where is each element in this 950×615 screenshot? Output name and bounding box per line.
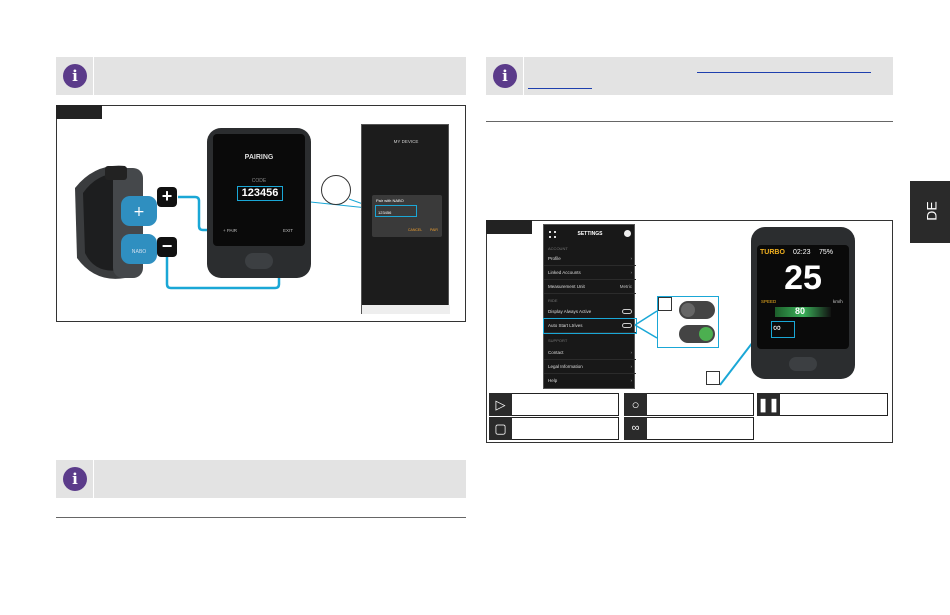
toggle-on-icon — [679, 325, 715, 343]
pair-dialog: Pair with NABO 123456 CANCEL PAIR — [372, 195, 442, 237]
callout-circle — [321, 175, 351, 205]
info-note-3: i — [486, 57, 893, 95]
legend-stop: ▢ — [489, 417, 619, 440]
legend-link: ∞ — [624, 417, 754, 440]
divider-right — [486, 121, 893, 122]
svg-text:NABO: NABO — [132, 249, 147, 255]
legend-play: ▷ — [489, 393, 619, 416]
dialog-pair-button[interactable]: PAIR — [430, 228, 438, 232]
speed-value: 25 — [784, 259, 822, 297]
minus-badge-icon: − — [157, 237, 177, 257]
display-button — [789, 357, 817, 371]
dialog-cancel-button[interactable]: CANCEL — [408, 228, 423, 232]
figure-tab — [486, 220, 532, 234]
toggle-off-icon — [679, 301, 715, 319]
code-label: CODE — [251, 178, 267, 184]
pause-icon: ❚❚ — [757, 393, 780, 416]
link-status-icon: ∞ — [773, 322, 781, 334]
legend-circle: ○ — [624, 393, 754, 416]
plus-badge-icon: + — [157, 187, 177, 207]
ride-time: 02:23 — [793, 249, 811, 256]
dialog-title: Pair with NABO — [376, 198, 404, 203]
display-device: PAIRING CODE 123456 + PAIR EXIT — [207, 128, 311, 278]
svg-text:+: + — [133, 204, 145, 220]
settings-item-legal[interactable]: Legal Information› — [544, 360, 636, 374]
figure-pairing: + NABO + − PAIRING CODE 123456 + PAIR EX… — [56, 105, 466, 322]
settings-item-contact[interactable]: Contact› — [544, 346, 636, 360]
pair-hint: + PAIR — [223, 228, 238, 233]
exit-hint: EXIT — [283, 228, 294, 233]
ride-display-device: TURBO 02:23 75% 25 SPEED km/h 80 ∞ — [751, 227, 855, 379]
callout-label-box-2 — [706, 371, 720, 385]
ride-display-screen: TURBO 02:23 75% 25 SPEED km/h 80 ∞ — [757, 245, 849, 349]
settings-title: SETTINGS — [577, 231, 603, 237]
link-icon: ∞ — [624, 417, 647, 440]
figure-settings: SETTINGS ACCOUNT Profile› Linked Account… — [486, 220, 893, 443]
settings-screen: SETTINGS ACCOUNT Profile› Linked Account… — [543, 224, 637, 389]
help-icon — [624, 230, 631, 237]
circle-icon: ○ — [624, 393, 647, 416]
display-screen: PAIRING CODE 123456 + PAIR EXIT — [213, 134, 305, 246]
cadence-value: 80 — [795, 306, 806, 316]
legend-pause: ❚❚ — [757, 393, 888, 416]
assist-mode: TURBO — [760, 249, 785, 256]
grid-icon — [549, 231, 556, 238]
hyperlink-line-2[interactable] — [528, 83, 592, 89]
language-tab: DE — [910, 181, 950, 243]
stop-icon: ▢ — [489, 417, 512, 440]
settings-item-display-active[interactable]: Display Always Active — [544, 305, 636, 319]
info-icon: i — [63, 467, 87, 491]
info-icon: i — [63, 64, 87, 88]
display-title: PAIRING — [244, 154, 274, 161]
dialog-code: 123456 — [378, 210, 392, 215]
phone-title: MY DEVICE — [393, 139, 419, 144]
link-status-box — [771, 321, 795, 338]
remote-control-image: + NABO — [75, 165, 157, 279]
speed-unit: km/h — [833, 299, 843, 304]
settings-item-autostart[interactable]: Auto Start Ltrives — [543, 318, 637, 334]
pairing-code: 123456 — [237, 186, 283, 201]
info-icon: i — [493, 64, 517, 88]
divider-left — [56, 517, 466, 518]
callout-label-box — [658, 297, 672, 311]
speed-label: SPEED — [761, 299, 777, 304]
settings-item-linked[interactable]: Linked Accounts› — [544, 266, 636, 280]
hyperlink-line-1[interactable] — [697, 67, 871, 73]
battery-level: 75% — [819, 249, 834, 256]
cadence-bar — [775, 307, 831, 317]
info-note-1: i — [56, 57, 466, 95]
phone-screen: MY DEVICE Pair with NABO 123456 CANCEL P… — [361, 124, 450, 314]
play-icon: ▷ — [489, 393, 512, 416]
info-note-2: i — [56, 460, 466, 498]
display-button — [245, 253, 273, 269]
figure-tab — [56, 105, 102, 119]
settings-item-help[interactable]: Help› — [548, 378, 632, 383]
settings-item-profile[interactable]: Profile› — [544, 252, 636, 266]
